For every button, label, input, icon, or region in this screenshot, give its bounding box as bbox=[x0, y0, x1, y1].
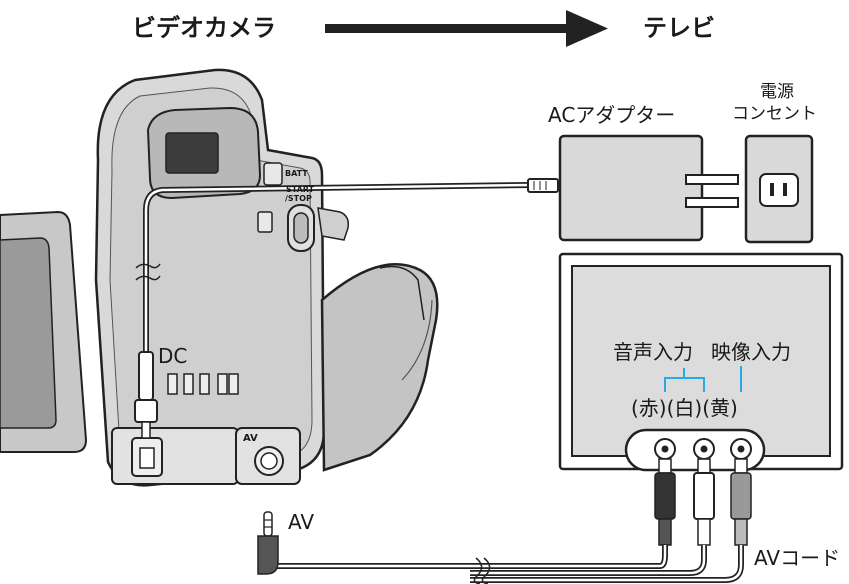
ac-adapter-drawing bbox=[558, 134, 739, 242]
camera-title: ビデオカメラ bbox=[132, 14, 276, 42]
batt-marking: BATT bbox=[285, 169, 308, 178]
av-cord-label: AVコード bbox=[754, 546, 841, 570]
av-plug-label: AV bbox=[288, 510, 315, 534]
start-marking: START bbox=[286, 185, 315, 194]
audio-input-label: 音声入力 bbox=[613, 340, 693, 364]
dc-label: DC bbox=[158, 344, 188, 368]
av-cord bbox=[270, 545, 744, 584]
dc-cable bbox=[134, 178, 559, 439]
av-mini-plug bbox=[257, 511, 279, 575]
rca-plugs bbox=[654, 458, 752, 546]
power-outlet-drawing bbox=[744, 134, 814, 244]
stop-marking: /STOP bbox=[285, 194, 312, 203]
ac-adapter-label: ACアダプター bbox=[548, 103, 676, 127]
input-bracket bbox=[664, 366, 742, 392]
plug-colors-label: (赤)(白)(黄) bbox=[631, 396, 738, 420]
outlet-label-line1: 電源 bbox=[760, 82, 794, 102]
outlet-label-line2: コンセント bbox=[732, 104, 817, 124]
video-input-label: 映像入力 bbox=[711, 340, 791, 364]
tv-title: テレビ bbox=[643, 14, 715, 42]
tv-drawing bbox=[558, 252, 844, 472]
av-port-marking: AV bbox=[243, 433, 258, 444]
direction-arrow bbox=[325, 10, 608, 47]
lcd-panel bbox=[0, 210, 88, 453]
